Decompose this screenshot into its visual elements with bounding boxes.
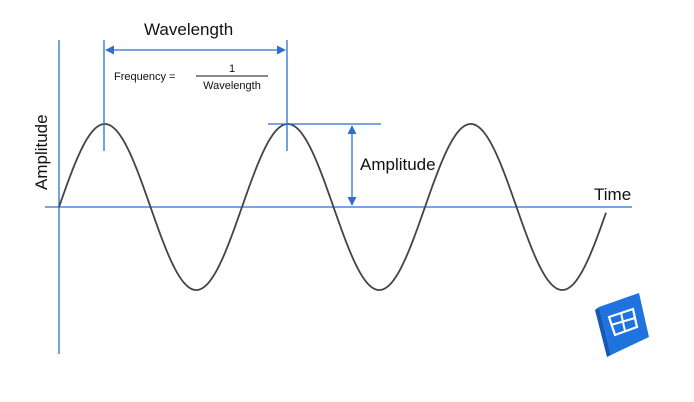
sine-wave [58, 123, 607, 291]
amplitude-marker-label: Amplitude [360, 155, 436, 174]
wavelength-label: Wavelength [144, 20, 233, 39]
map-icon [595, 293, 649, 357]
formula-numerator: 1 [229, 63, 235, 75]
amplitude-axis-label: Amplitude [32, 114, 51, 190]
formula-lhs: Frequency = [114, 71, 175, 83]
time-label: Time [594, 185, 631, 204]
formula-denominator: Wavelength [203, 80, 261, 92]
